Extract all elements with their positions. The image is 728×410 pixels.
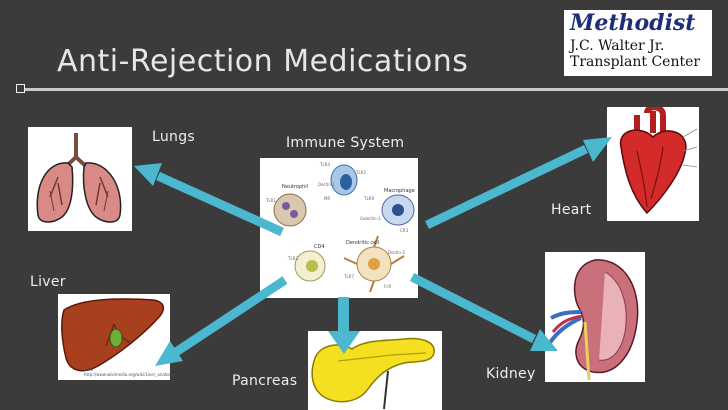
title-underline — [16, 88, 728, 91]
logo-line-2: Transplant Center — [570, 54, 701, 70]
slide-title: Anti-Rejection Medications — [57, 44, 469, 79]
label-heart: Heart — [551, 202, 592, 218]
arrow-to-liver — [155, 276, 288, 366]
logo-brand: Methodist — [570, 10, 696, 36]
cell-label-cd4: CD4 — [314, 244, 325, 250]
cell-label-dendritic: Dendritic cell — [346, 240, 380, 246]
arrow-to-pancreas — [328, 297, 360, 354]
title-bullet-icon — [16, 84, 25, 93]
immune-system-image: Neutrophil Macrophage CD4 Dendritic cell… — [260, 158, 418, 298]
receptor-label-7: Galectin-3 — [360, 216, 381, 221]
logo — [564, 10, 712, 76]
cell-label-macrophage: Macrophage — [384, 188, 415, 194]
receptor-label-12: TLR7 — [344, 274, 354, 279]
label-liver: Liver — [30, 274, 66, 290]
receptor-label-0: TLR4 — [320, 162, 330, 167]
receptor-label-10: MR — [324, 196, 331, 201]
logo-line-1: J.C. Walter Jr. — [570, 38, 665, 54]
receptor-label-3: TLR1 — [266, 198, 276, 203]
liver-caption-line-2: http://www.wikimedia.org/wiki/Liver_anat… — [84, 372, 176, 377]
liver-caption: Liver http://www.wikimedia.org/wiki/Live… — [84, 367, 175, 377]
arrow-to-heart — [425, 137, 612, 230]
pancreas-image — [308, 331, 442, 410]
liver-caption-line-1: Liver — [84, 367, 94, 372]
kidney-icon — [547, 259, 639, 381]
receptor-label-11: TLR3 — [288, 256, 298, 261]
pancreas-icon — [311, 337, 435, 410]
heart-icon — [619, 104, 698, 215]
immune-cells-icon — [273, 164, 415, 293]
receptor-label-9: FcR — [384, 284, 392, 289]
receptor-label-8: CR3 — [400, 228, 409, 233]
label-lungs: Lungs — [152, 129, 195, 145]
liver-icon — [61, 298, 165, 372]
arrow-to-lungs — [134, 163, 284, 237]
heart-image — [607, 104, 699, 221]
kidney-image — [545, 252, 645, 382]
liver-image — [58, 294, 170, 380]
cell-label-neutrophil: Neutrophil — [282, 184, 309, 190]
label-kidney: Kidney — [486, 366, 536, 382]
receptor-label-5: Dectin-1 — [318, 182, 335, 187]
arrow-to-kidney — [409, 272, 558, 351]
lungs-image — [28, 127, 132, 231]
receptor-label-1: TLR2 — [356, 170, 366, 175]
receptor-label-6: Dectin-2 — [388, 250, 405, 255]
label-pancreas: Pancreas — [232, 373, 298, 389]
lungs-icon — [36, 133, 122, 223]
label-immune-system: Immune System — [286, 135, 405, 151]
receptor-label-2: TLR9 — [364, 196, 374, 201]
